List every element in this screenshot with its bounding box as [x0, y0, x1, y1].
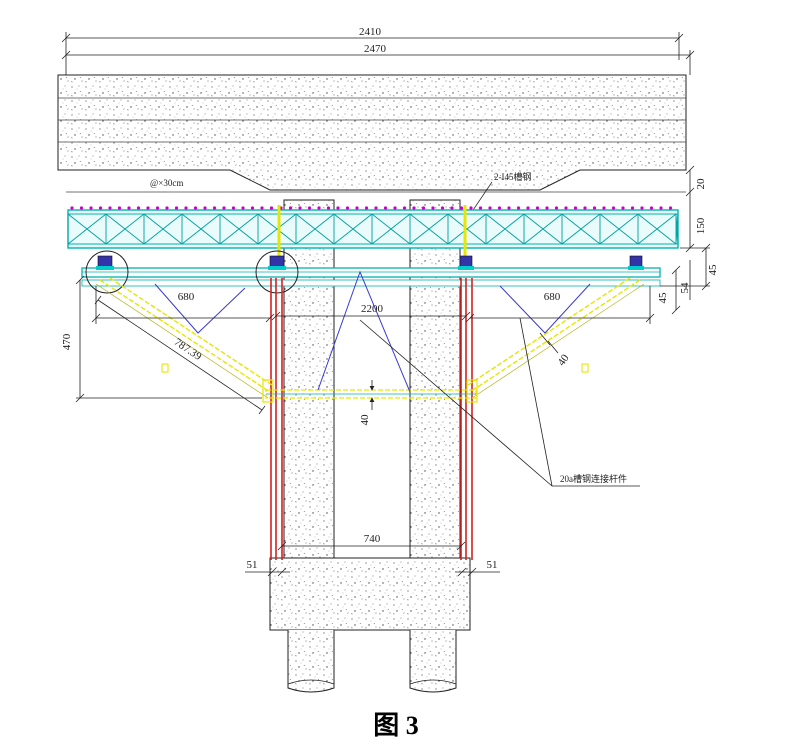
tie-note-leaders — [359, 317, 640, 487]
pile-cap — [269, 557, 471, 631]
section-markers — [161, 363, 589, 373]
truss-girder — [67, 206, 679, 249]
base-dimensions — [245, 541, 500, 577]
steel-note: 2-I45槽钢 — [494, 171, 532, 182]
dim-40-center: 40 — [359, 414, 371, 426]
dim-51-left: 51 — [247, 559, 258, 571]
top-dimensions — [61, 32, 695, 75]
vertical-dimension — [75, 275, 262, 403]
span-dimension — [271, 311, 471, 321]
dim-150: 150 — [695, 217, 707, 234]
dim-680-right: 680 — [544, 291, 561, 303]
cap-beam — [57, 74, 687, 193]
dim-2410: 2410 — [359, 26, 382, 38]
right-dimension-chain — [660, 165, 711, 315]
bearings — [85, 250, 644, 294]
dim-680-left: 680 — [178, 291, 195, 303]
dim-40-right: 40 — [555, 352, 571, 368]
figure-caption: 图 3 — [373, 711, 419, 740]
dim-740: 740 — [364, 533, 381, 545]
tie-note: 20a槽钢连接杆件 — [560, 473, 627, 484]
bracket-elevation-drawing: 2410 2470 @×30cm 2-I45槽钢 — [57, 26, 719, 693]
dim-51-right: 51 — [487, 559, 498, 571]
dim-2200: 2200 — [361, 303, 384, 315]
dim-787-39: 787.39 — [172, 336, 204, 363]
tie-braces — [154, 270, 591, 393]
pier-columns — [283, 199, 461, 561]
steel-columns — [270, 278, 473, 560]
dim-45-upper: 45 — [707, 264, 719, 276]
dim-54: 54 — [679, 282, 691, 294]
dim-2470: 2470 — [364, 43, 387, 55]
hanger-highlights — [277, 205, 467, 265]
piles — [287, 630, 457, 693]
tie-dimension-right — [539, 332, 559, 354]
dim-470: 470 — [61, 333, 73, 350]
diagonal-dimension — [94, 295, 266, 415]
dim-45-lower: 45 — [657, 292, 669, 304]
spacing-note: @×30cm — [150, 178, 183, 188]
distribution-beam — [81, 267, 661, 287]
dim-20: 20 — [695, 178, 707, 190]
